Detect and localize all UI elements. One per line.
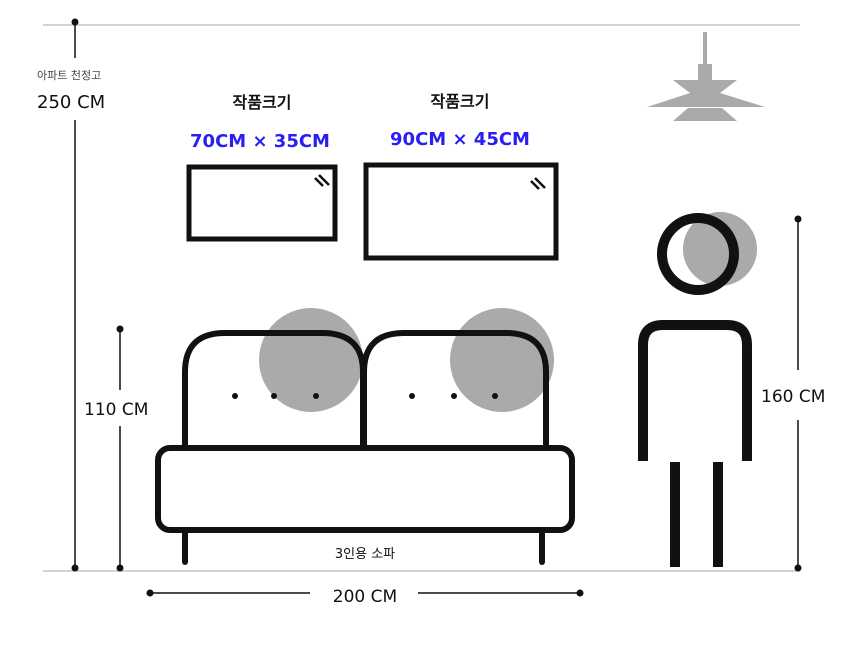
person-icon [638, 212, 757, 567]
sofa-icon: 3인용 소파 [155, 308, 575, 565]
sofa-width-label: 200 CM [333, 587, 397, 607]
artwork-size: 70CM × 35CM [190, 131, 330, 152]
artwork-frame [186, 164, 338, 242]
pendant-lamp-icon [647, 32, 765, 121]
artwork-size: 90CM × 45CM [390, 129, 530, 150]
glare-icon [530, 177, 546, 190]
glare-icon [314, 174, 330, 187]
artwork-small: 작품크기 70CM × 35CM [186, 93, 338, 242]
sofa-height-dimension: 110 CM [84, 325, 148, 572]
artwork-title: 작품크기 [431, 92, 490, 111]
ceiling-height-label: 250 CM [37, 92, 105, 113]
artwork-large: 작품크기 90CM × 45CM [363, 92, 559, 261]
artwork-title: 작품크기 [233, 93, 292, 112]
person-height-dimension: 160 CM [761, 215, 825, 572]
sofa-width-dimension: 200 CM [146, 587, 584, 607]
ceiling-dimension: 아파트 천정고 250 CM [37, 18, 105, 572]
sofa-caption: 3인용 소파 [335, 547, 395, 562]
person-height-label: 160 CM [761, 387, 825, 407]
sofa-height-label: 110 CM [84, 400, 148, 420]
artwork-frame [363, 162, 559, 261]
ceiling-caption: 아파트 천정고 [37, 68, 101, 82]
